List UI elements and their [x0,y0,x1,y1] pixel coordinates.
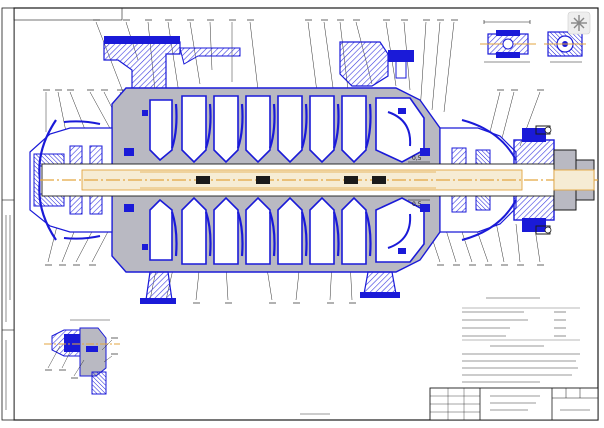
clearance-label-upper: 0,5 [412,155,422,162]
pump-section-view: 0,5 0,5 [29,36,598,304]
technical-requirements-block [462,345,580,383]
thumbnail-view-left [480,20,536,63]
title-block [429,387,599,421]
pump-feet [140,271,400,304]
callout-ticks-top [43,19,544,91]
impeller-stages-lower [149,196,367,265]
discharge-volute [375,97,425,263]
detail-view [44,319,120,395]
discharge-nozzle [339,41,414,87]
thumbnail-view-right [544,31,586,63]
tech-characteristics-block [462,297,580,341]
diffuser-vanes-lower [170,211,372,257]
thumbnail-close-control[interactable] [567,11,591,35]
close-x-icon [571,15,587,31]
margin-text-placeholder [5,215,11,410]
impeller-stages-upper [149,95,367,164]
pump-shaft [40,163,598,197]
diffuser-vanes-upper [170,103,372,149]
clearance-annotations: 0,5 0,5 [408,155,430,208]
seals-and-fasteners [124,108,430,254]
clearance-label-lower: 0,5 [412,201,422,208]
